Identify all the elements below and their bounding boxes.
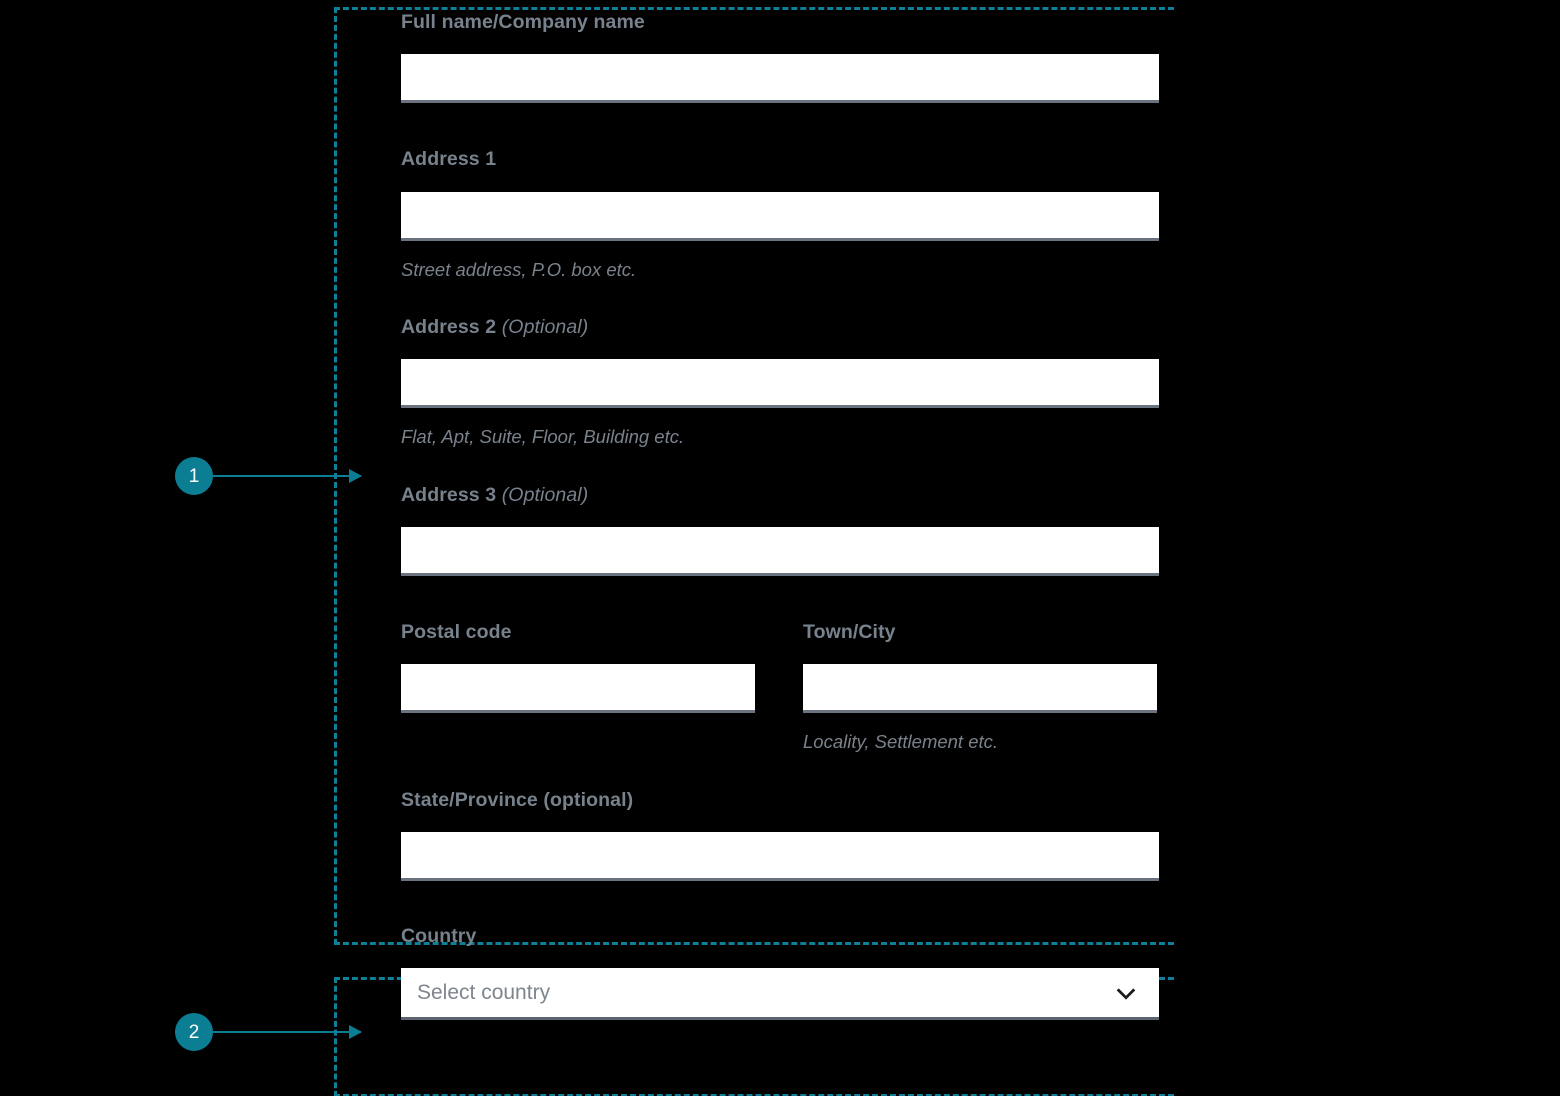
address-form: Full name/Company name Address 1 Street … xyxy=(401,0,1161,1021)
callout-badge-1: 1 xyxy=(175,457,213,495)
callout-marker-2: 2 xyxy=(175,1013,361,1051)
country-select[interactable]: Select country xyxy=(401,968,1159,1021)
label-address-1: Address 1 xyxy=(401,148,497,171)
country-select-value[interactable]: Select country xyxy=(401,968,1159,1021)
town-city-group: Town/City Locality, Settlement etc. xyxy=(803,621,1159,754)
postal-code-group: Postal code xyxy=(401,621,757,754)
address-1-input[interactable] xyxy=(401,191,1159,241)
hint-address-2: Flat, Apt, Suite, Floor, Building etc. xyxy=(401,426,685,448)
label-address-2-optional: (Optional) xyxy=(501,315,589,338)
label-state-province: State/Province (optional) xyxy=(401,788,634,811)
label-address-2-text: Address 2 xyxy=(401,315,502,338)
label-town-city: Town/City xyxy=(803,620,896,643)
label-address-2: Address 2 (Optional) xyxy=(401,316,588,338)
label-postal-code: Postal code xyxy=(401,620,512,643)
postal-town-row: Postal code Town/City Locality, Settleme… xyxy=(401,621,1161,754)
chevron-down-icon xyxy=(1116,988,1136,1000)
label-address-3: Address 3 (Optional) xyxy=(401,484,588,506)
address-3-input[interactable] xyxy=(401,526,1159,576)
label-country: Country xyxy=(401,924,477,947)
hint-town-city: Locality, Settlement etc. xyxy=(803,731,999,753)
label-full-name: Full name/Company name xyxy=(401,11,645,33)
hint-address-1: Street address, P.O. box etc. xyxy=(401,258,637,280)
arrow-right-icon xyxy=(213,475,361,477)
town-city-input[interactable] xyxy=(803,664,1157,714)
callout-badge-2: 2 xyxy=(175,1013,213,1051)
label-address-3-optional: (Optional) xyxy=(501,483,589,506)
label-address-3-text: Address 3 xyxy=(401,483,502,506)
state-province-input[interactable] xyxy=(401,831,1159,881)
postal-code-input[interactable] xyxy=(401,664,755,714)
address-2-input[interactable] xyxy=(401,359,1159,409)
arrow-right-icon xyxy=(213,1031,361,1033)
callout-marker-1: 1 xyxy=(175,457,361,495)
full-name-input[interactable] xyxy=(401,54,1159,104)
